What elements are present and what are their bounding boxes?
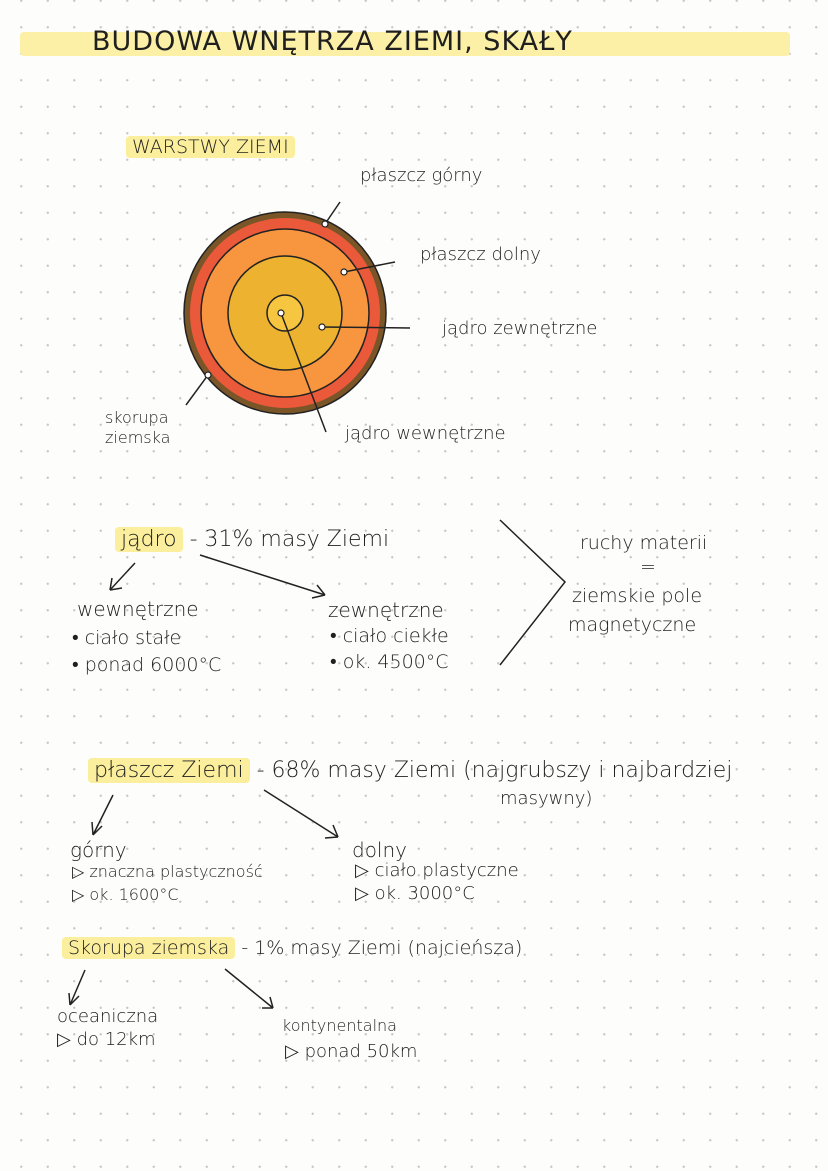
result-line3: magnetyczne bbox=[568, 614, 697, 636]
crust-desc: - 1% masy Ziemi (najcieńsza) bbox=[241, 937, 523, 959]
outer-core-name: zewnętrzne bbox=[328, 598, 444, 622]
earth-layers bbox=[183, 211, 387, 415]
core-desc: - 31% masy Ziemi bbox=[189, 527, 390, 552]
lower-mantle-item: ▷ ciało plastyczne bbox=[355, 860, 519, 881]
label-crust-1: skorupa bbox=[105, 408, 169, 427]
label-crust-2: ziemska bbox=[105, 428, 171, 447]
layers-heading: WARSTWY ZIEMI bbox=[126, 136, 295, 158]
inner-core-name: wewnętrzne bbox=[77, 597, 199, 621]
lower-mantle-item: ▷ ok. 3000°C bbox=[355, 883, 475, 904]
title-highlight: BUDOWA WNĘTRZA ZIEMI, SKAŁY bbox=[20, 26, 790, 57]
mantle-desc-2: masywny) bbox=[500, 788, 593, 809]
outer-core-item: • ciało ciekłe bbox=[330, 625, 449, 647]
core-term: jądro bbox=[115, 527, 183, 552]
label-inner-core: jądro wewnętrzne bbox=[345, 423, 506, 444]
page-title: BUDOWA WNĘTRZA ZIEMI, SKAŁY bbox=[92, 26, 573, 57]
lower-mantle-name: dolny bbox=[352, 838, 407, 862]
oceanic-item: ▷ do 12km bbox=[57, 1029, 156, 1050]
label-upper-mantle: płaszcz górny bbox=[360, 165, 483, 186]
mantle-term: płaszcz Ziemi bbox=[88, 758, 250, 783]
result-eq: = bbox=[640, 556, 656, 578]
label-outer-core: jądro zewnętrzne bbox=[442, 318, 598, 339]
result-line2: ziemskie pole bbox=[572, 585, 703, 607]
inner-core-item: • ponad 6000°C bbox=[72, 654, 222, 676]
continental-item: ▷ ponad 50km bbox=[285, 1041, 418, 1062]
mantle-desc: - 68% masy Ziemi (najgrubszy i najbardzi… bbox=[256, 758, 733, 783]
oceanic-name: oceaniczna bbox=[57, 1006, 159, 1027]
crust-term: Skorupa ziemska bbox=[62, 937, 236, 959]
upper-mantle-item: ▷ znaczna plastyczność bbox=[72, 862, 263, 881]
upper-mantle-name: górny bbox=[70, 838, 127, 862]
outer-core-item: • ok. 4500°C bbox=[330, 651, 449, 673]
leader-lines bbox=[68, 201, 567, 1009]
inner-core-layer bbox=[266, 294, 304, 332]
continental-name: kontynentalna bbox=[282, 1016, 397, 1035]
upper-mantle-item: ▷ ok. 1600°C bbox=[72, 885, 179, 904]
inner-core-item: • ciało stałe bbox=[72, 627, 182, 649]
result-line1: ruchy materii bbox=[580, 532, 708, 554]
label-lower-mantle: płaszcz dolny bbox=[420, 244, 541, 265]
